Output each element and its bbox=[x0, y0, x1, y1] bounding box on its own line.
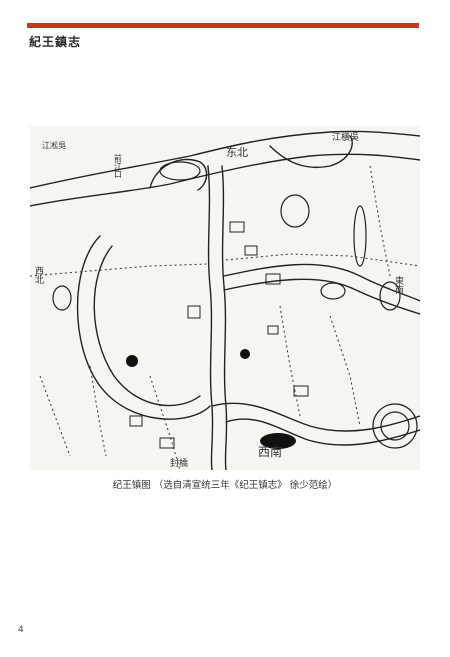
hand-drawn-map: 东北 東南 西北 西南 江橫吳 江凇吳 前江口 封橋 bbox=[30, 126, 420, 470]
running-header-title: 紀王鎮志 bbox=[29, 35, 82, 49]
map-label-fengpai: 封橋 bbox=[170, 457, 188, 469]
map-label-northeast: 东北 bbox=[226, 146, 248, 159]
figure-caption: 纪王镇图 （选自清宣统三年《纪王镇志》 徐少范绘） bbox=[112, 480, 338, 491]
central-canal bbox=[207, 165, 214, 470]
map-label-westsouth: 西南 bbox=[258, 444, 282, 459]
map-label-eastsouth: 東南 bbox=[393, 275, 404, 294]
page-number: 4 bbox=[18, 625, 24, 635]
east-river bbox=[223, 263, 420, 302]
header-accent-bar bbox=[27, 23, 419, 28]
map-label-river-right: 江橫吳 bbox=[332, 131, 359, 143]
map-label-river-left: 江凇吳 bbox=[42, 140, 66, 150]
north-river bbox=[30, 130, 420, 189]
map-label-westnorth: 西北 bbox=[33, 266, 44, 285]
town-map-figure: 东北 東南 西北 西南 江橫吳 江凇吳 前江口 封橋 bbox=[30, 126, 420, 470]
map-label-qiankou: 前江口 bbox=[114, 153, 123, 178]
